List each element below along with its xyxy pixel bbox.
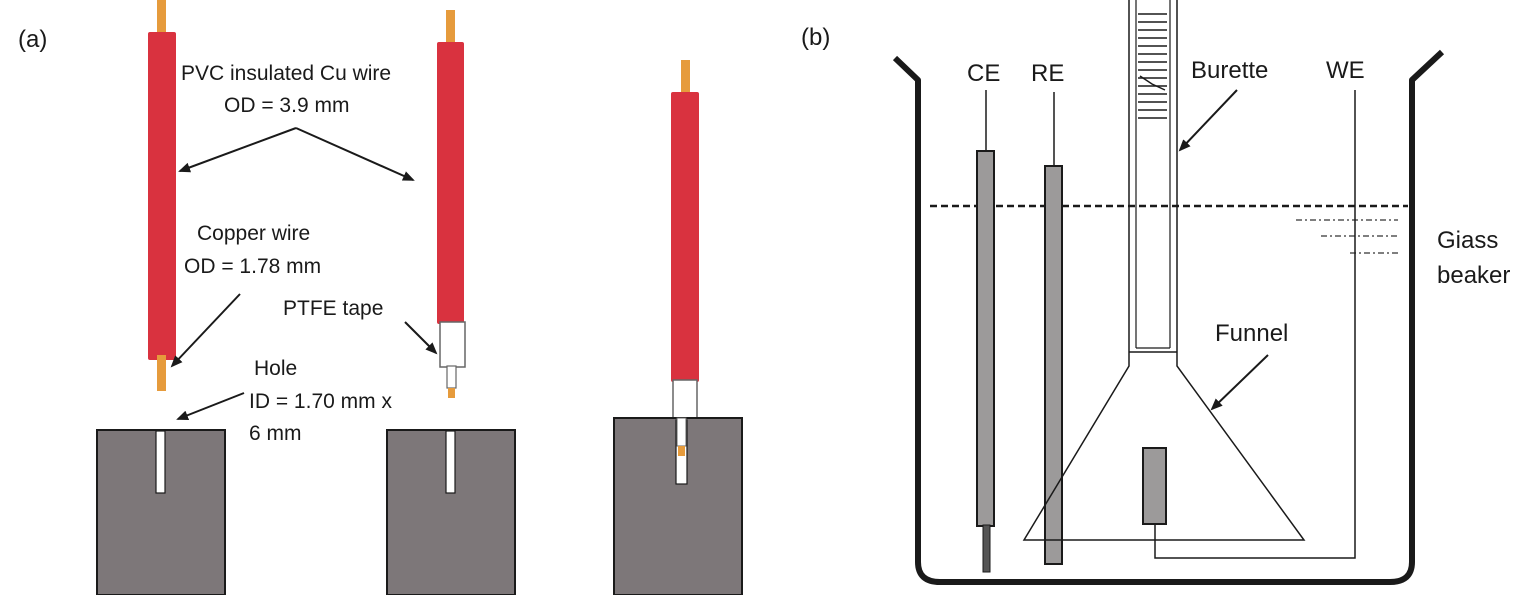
arrow-hole-to-block	[176, 392, 245, 420]
arrow-copper-to-tip	[170, 293, 241, 368]
label-copper-line2: OD = 1.78 mm	[184, 255, 321, 278]
label-beaker-line2: beaker	[1437, 262, 1510, 289]
wire-1-assembly	[148, 0, 176, 391]
wire-1-top-copper-tip	[157, 0, 166, 38]
panel-a: (a)	[18, 0, 743, 595]
working-electrode-wire	[1154, 90, 1356, 559]
panel-b-tag: (b)	[801, 24, 830, 51]
block-1-hole	[155, 430, 166, 494]
wire-3-top-copper-tip	[681, 60, 690, 96]
label-ptfe: PTFE tape	[283, 297, 383, 320]
working-electrode-sample	[1142, 447, 1167, 525]
panel-a-tag: (a)	[18, 26, 47, 53]
panel-b: (b)	[801, 0, 1510, 585]
wire-2-top-copper-tip	[446, 10, 455, 46]
block-1	[96, 429, 226, 595]
burette-graduations	[1138, 13, 1167, 119]
label-pvc-line2: OD = 3.9 mm	[224, 94, 349, 117]
reference-electrode	[1044, 92, 1063, 565]
arrow-pvc-to-wire-1	[178, 127, 297, 173]
label-pvc-line1: PVC insulated Cu wire	[181, 62, 391, 85]
wire-1-bottom-copper-tip	[157, 355, 166, 391]
block-2-hole	[445, 430, 456, 494]
label-copper-line1: Copper wire	[197, 222, 310, 245]
arrow-pvc-to-wire-2	[295, 127, 415, 181]
counter-electrode	[976, 90, 995, 573]
wire-2-pvc-insulation	[437, 42, 464, 324]
block-2	[386, 429, 516, 595]
wire-2-ptfe-tape	[439, 321, 466, 368]
burette	[1128, 0, 1178, 353]
label-hole-line1: Hole	[254, 357, 297, 380]
label-we: WE	[1326, 57, 1365, 84]
label-re: RE	[1031, 60, 1064, 87]
label-burette: Burette	[1191, 57, 1268, 84]
arrow-ptfe-to-tape	[404, 321, 438, 355]
wire-3-ptfe-tape	[672, 379, 698, 419]
wire-1-pvc-insulation	[148, 32, 176, 360]
burette-meniscus-mark	[1139, 75, 1166, 91]
wire-3-ptfe-inserted	[676, 417, 687, 447]
arrow-burette-label	[1178, 89, 1238, 152]
block-3	[613, 417, 743, 595]
wire-2-bottom-copper-tip	[448, 388, 455, 398]
arrow-funnel-label	[1210, 354, 1269, 411]
label-beaker-line1: Giass	[1437, 227, 1498, 254]
glass-beaker	[892, 49, 1445, 585]
working-electrode	[1142, 90, 1356, 559]
label-funnel: Funnel	[1215, 320, 1288, 347]
label-hole-line3: 6 mm	[249, 422, 302, 445]
funnel	[1022, 352, 1306, 541]
wire-2-assembly	[437, 10, 466, 398]
wire-3-assembly	[671, 60, 699, 419]
wire-2-ptfe-tip	[446, 365, 457, 389]
wire-3-copper-inserted	[678, 446, 685, 456]
label-hole-line2: ID = 1.70 mm x	[249, 390, 392, 413]
wire-3-pvc-insulation	[671, 92, 699, 382]
label-ce: CE	[967, 60, 1000, 87]
